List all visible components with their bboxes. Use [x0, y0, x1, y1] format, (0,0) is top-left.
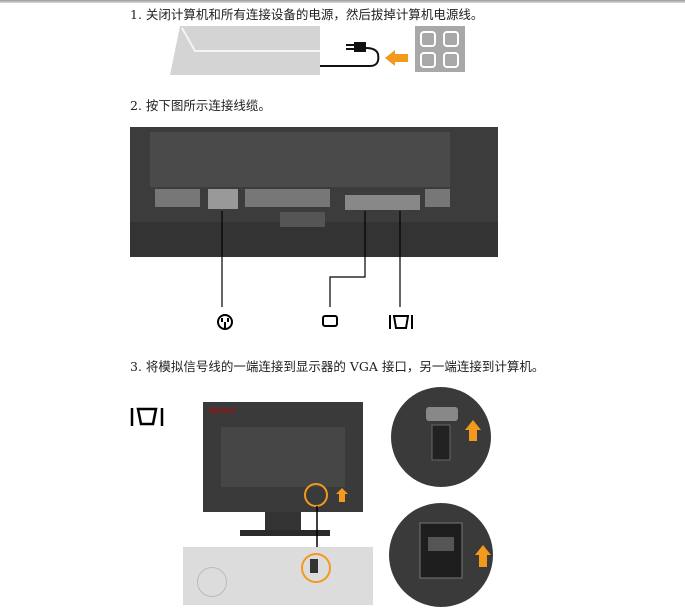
computer-illustration — [183, 547, 373, 605]
arrow-icon — [385, 50, 408, 66]
step-1-text: 1. 关闭计算机和所有连接设备的电源，然后拔掉计算机电源线。 — [130, 7, 484, 22]
vga-connection-closeups — [389, 387, 493, 607]
arrow-icon — [465, 420, 481, 441]
monitor-logo: lenovo — [209, 406, 236, 415]
page-top-border — [0, 0, 685, 3]
vga-icon — [389, 315, 413, 329]
power-cable-icon — [320, 47, 380, 67]
unplug-illustration — [170, 26, 465, 75]
arrow-icon — [475, 545, 491, 567]
monitor-rear-ports-illustration — [130, 127, 498, 330]
dvi-icon — [322, 315, 338, 327]
monitor-back: lenovo — [203, 402, 363, 512]
power-icon — [217, 314, 233, 330]
vga-icon — [130, 407, 164, 426]
step-2-text: 2. 按下图所示连接线缆。 — [130, 98, 271, 113]
power-port — [208, 189, 238, 209]
video-ports — [345, 195, 420, 210]
step-3-text: 3. 将模拟信号线的一端连接到显示器的 VGA 接口，另一端连接到计算机。 — [130, 359, 545, 374]
plug-icon — [354, 42, 366, 52]
arrow-icon — [336, 488, 348, 502]
